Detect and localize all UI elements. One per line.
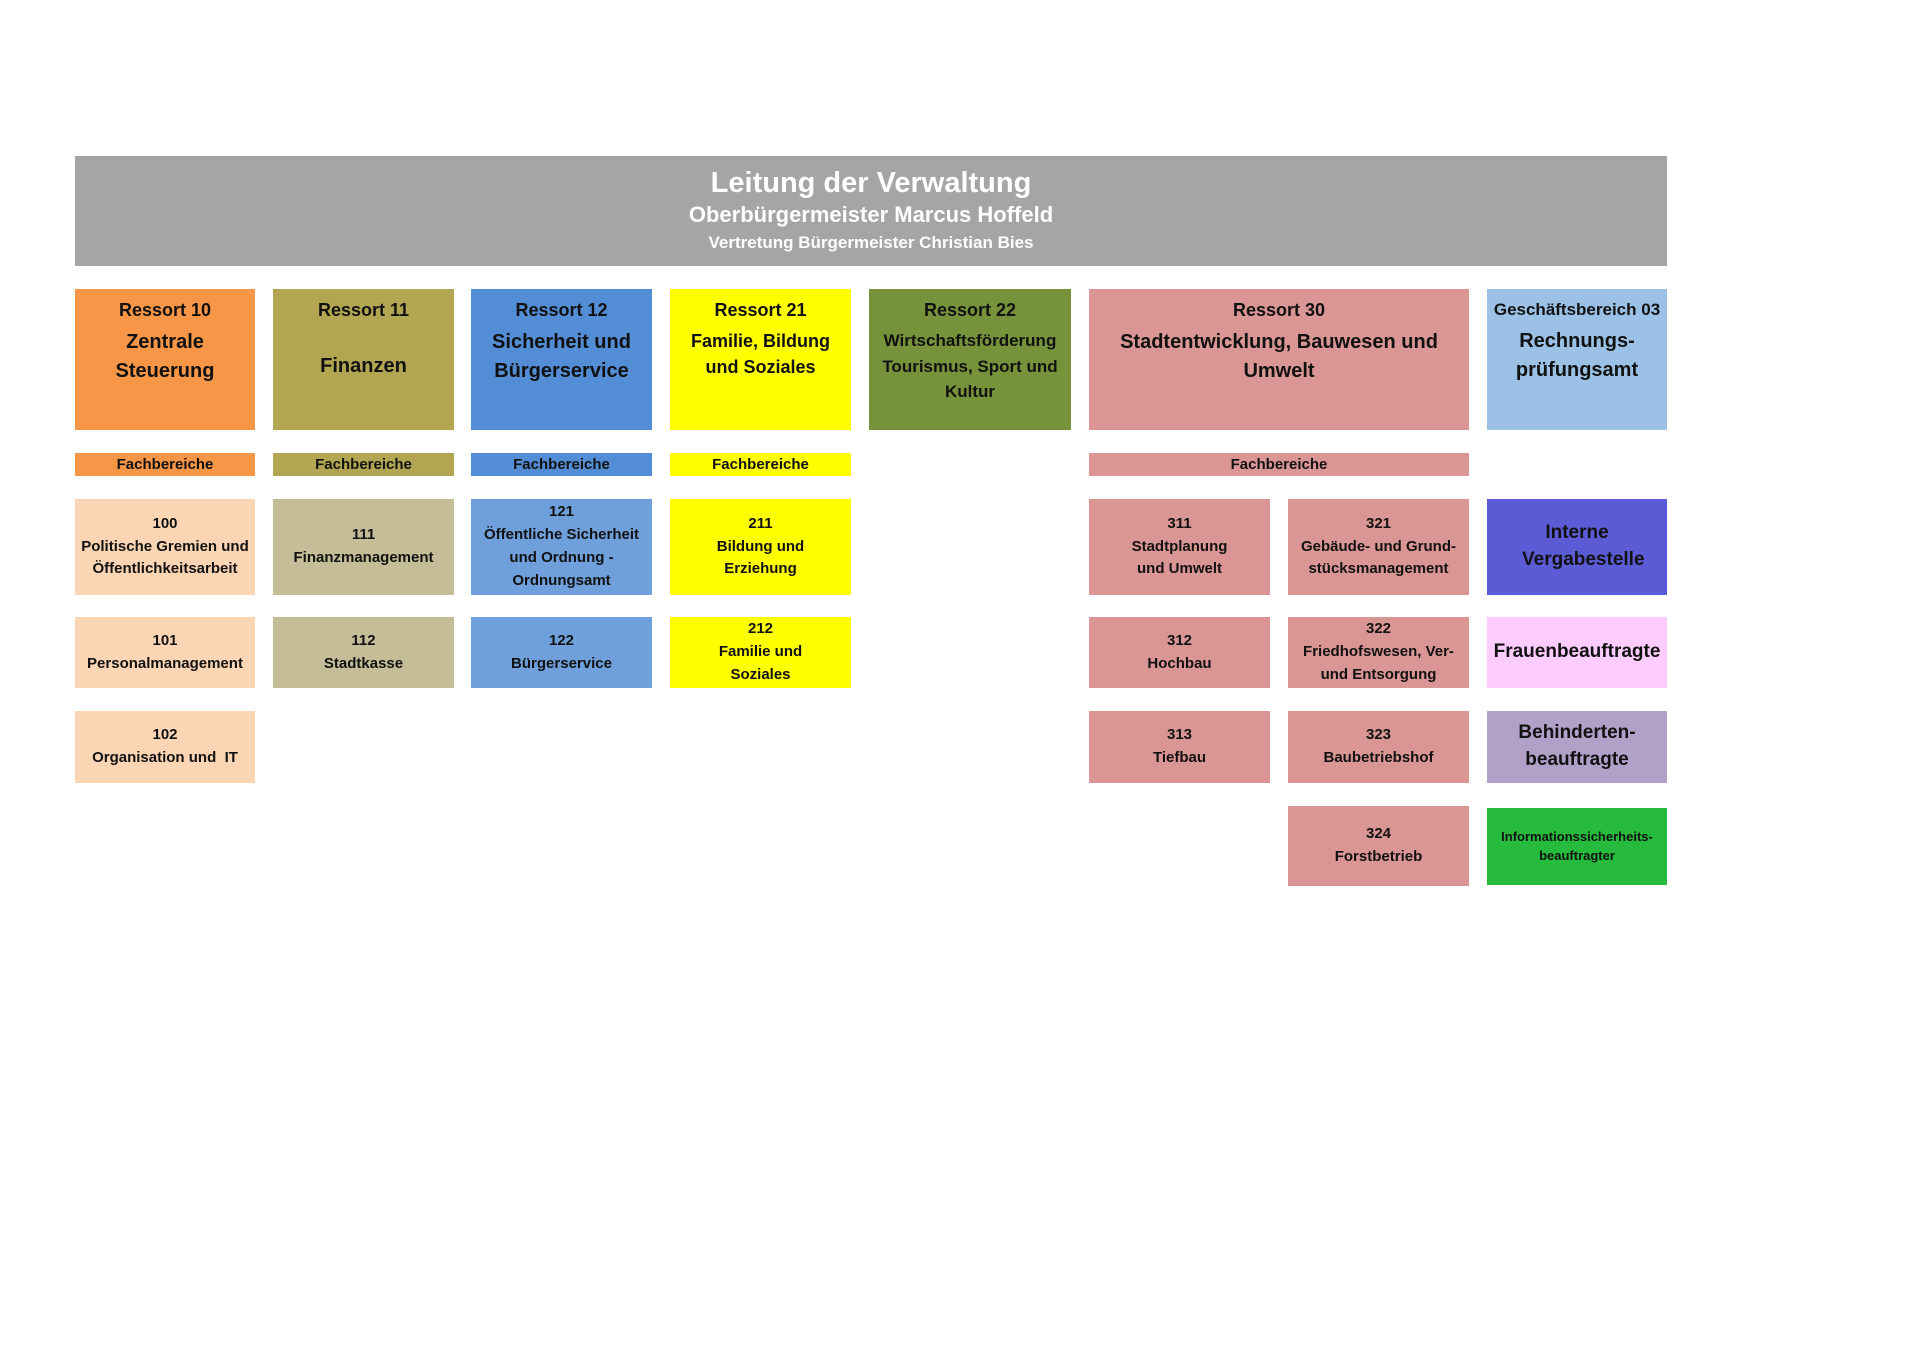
leadership-header: Leitung der Verwaltung Oberbürgermeister…	[75, 156, 1667, 266]
header-title: Leitung der Verwaltung	[710, 166, 1032, 199]
unit-312-number: 312	[1166, 631, 1193, 649]
fachbereiche-bar-11: Fachbereiche	[273, 453, 454, 476]
unit-324-number: 324	[1365, 825, 1392, 843]
unit-111-number: 111	[351, 526, 376, 544]
unit-211: 211 Bildung und Erziehung	[670, 499, 851, 595]
unit-122: 122 Bürgerservice	[471, 617, 652, 688]
ressort-10-number: Ressort 10	[118, 300, 212, 320]
unit-100-name: Politische Gremien und Öffentlichkeitsar…	[81, 537, 249, 578]
unit-312-name: Hochbau	[1147, 654, 1212, 672]
ressort-12: Ressort 12 Sicherheit und Bürgerservice	[471, 289, 652, 430]
unit-212-name: Familie und Soziales	[718, 643, 803, 683]
ressort-10: Ressort 10 Zentrale Steuerung	[75, 289, 255, 430]
unit-322: 322 Friedhofswesen, Ver- und Entsorgung	[1288, 617, 1469, 688]
unit-322-name: Friedhofswesen, Ver- und Entsorgung	[1303, 643, 1454, 683]
behindertenbeauftragte-label: Behinderten-beauftragte	[1518, 722, 1636, 770]
unit-121-name: Öffentliche Sicherheit und Ordnung - Ord…	[483, 526, 640, 589]
fachbereiche-bar-12: Fachbereiche	[471, 453, 652, 476]
unit-112-number: 112	[351, 631, 376, 649]
ressort-30-name: Stadtentwicklung, Bauwesen und Umwelt	[1120, 331, 1438, 383]
unit-212-number: 212	[747, 620, 774, 638]
ressort-30-number: Ressort 30	[1232, 300, 1326, 320]
unit-312: 312 Hochbau	[1089, 617, 1270, 688]
unit-102-number: 102	[152, 726, 178, 744]
frauenbeauftragte-label: Frauenbeauftragte	[1493, 641, 1661, 663]
unit-313-number: 313	[1166, 726, 1193, 744]
behindertenbeauftragte: Behinderten-beauftragte	[1487, 711, 1667, 783]
ressort-11: Ressort 11 Finanzen	[273, 289, 454, 430]
geschaeftsbereich-03-name: Rechnungs-prüfungsamt	[1515, 330, 1639, 382]
unit-101-number: 101	[152, 631, 178, 649]
ressort-22: Ressort 22 Wirtschaftsförderung Tourismu…	[869, 289, 1071, 430]
header-deputy: Vertretung Bürgermeister Christian Bies	[708, 233, 1034, 253]
unit-100: 100 Politische Gremien und Öffentlichkei…	[75, 499, 255, 595]
fachbereiche-bar-21: Fachbereiche	[670, 453, 851, 476]
unit-323: 323 Baubetriebshof	[1288, 711, 1469, 783]
unit-311-name: Stadtplanung und Umwelt	[1131, 537, 1228, 578]
unit-102-name: Organisation und IT	[92, 749, 238, 766]
unit-211-name: Bildung und Erziehung	[716, 537, 805, 578]
unit-324-name: Forstbetrieb	[1334, 848, 1423, 865]
unit-102: 102 Organisation und IT	[75, 711, 255, 783]
unit-121-number: 121	[548, 503, 575, 521]
unit-321-name: Gebäude- und Grund-stücksmanagement	[1301, 537, 1456, 578]
unit-111: 111 Finanzmanagement	[273, 499, 454, 595]
unit-313: 313 Tiefbau	[1089, 711, 1270, 783]
unit-322-number: 322	[1365, 620, 1392, 638]
unit-101: 101 Personalmanagement	[75, 617, 255, 688]
unit-321: 321 Gebäude- und Grund-stücksmanagement	[1288, 499, 1469, 595]
ressort-11-name: Finanzen	[320, 355, 407, 378]
unit-321-number: 321	[1365, 514, 1392, 532]
unit-101-name: Personalmanagement	[87, 654, 243, 672]
unit-111-name: Finanzmanagement	[293, 549, 434, 566]
interne-vergabestelle-label: Interne Vergabestelle	[1522, 522, 1645, 570]
ressort-12-number: Ressort 12	[515, 300, 608, 320]
unit-311-number: 311	[1167, 514, 1192, 532]
unit-323-name: Baubetriebshof	[1323, 749, 1434, 766]
unit-112: 112 Stadtkasse	[273, 617, 454, 688]
unit-323-number: 323	[1365, 726, 1392, 744]
unit-324: 324 Forstbetrieb	[1288, 806, 1469, 886]
unit-122-name: Bürgerservice	[511, 654, 612, 672]
informationssicherheitsbeauftragter: Informationssicherheits-beauftragter	[1487, 808, 1667, 885]
unit-100-number: 100	[152, 514, 178, 532]
unit-311: 311 Stadtplanung und Umwelt	[1089, 499, 1270, 595]
ressort-21-number: Ressort 21	[714, 300, 807, 320]
ressort-30: Ressort 30 Stadtentwicklung, Bauwesen un…	[1089, 289, 1469, 430]
geschaeftsbereich-03: Geschäftsbereich 03 Rechnungs-prüfungsam…	[1487, 289, 1667, 430]
ressort-22-number: Ressort 22	[923, 300, 1017, 320]
fachbereiche-bar-30: Fachbereiche	[1089, 453, 1469, 476]
ressort-21-name: Familie, Bildung und Soziales	[690, 331, 830, 378]
unit-211-number: 211	[748, 514, 773, 532]
ressort-12-name: Sicherheit und Bürgerservice	[492, 331, 631, 383]
ressort-10-name: Zentrale Steuerung	[115, 331, 215, 383]
unit-313-name: Tiefbau	[1152, 749, 1207, 766]
frauenbeauftragte: Frauenbeauftragte	[1487, 617, 1667, 688]
ressort-11-number: Ressort 11	[317, 300, 410, 320]
interne-vergabestelle: Interne Vergabestelle	[1487, 499, 1667, 595]
header-subtitle: Oberbürgermeister Marcus Hoffeld	[688, 201, 1054, 227]
ressort-22-name: Wirtschaftsförderung Tourismus, Sport un…	[882, 331, 1058, 402]
fachbereiche-bar-10: Fachbereiche	[75, 453, 255, 476]
unit-121: 121 Öffentliche Sicherheit und Ordnung -…	[471, 499, 652, 595]
unit-122-number: 122	[548, 631, 575, 649]
geschaeftsbereich-03-number: Geschäftsbereich 03	[1493, 300, 1661, 319]
informationssicherheitsbeauftragter-label: Informationssicherheits-beauftragter	[1501, 829, 1653, 863]
unit-212: 212 Familie und Soziales	[670, 617, 851, 688]
unit-112-name: Stadtkasse	[323, 654, 404, 672]
ressort-21: Ressort 21 Familie, Bildung und Soziales	[670, 289, 851, 430]
